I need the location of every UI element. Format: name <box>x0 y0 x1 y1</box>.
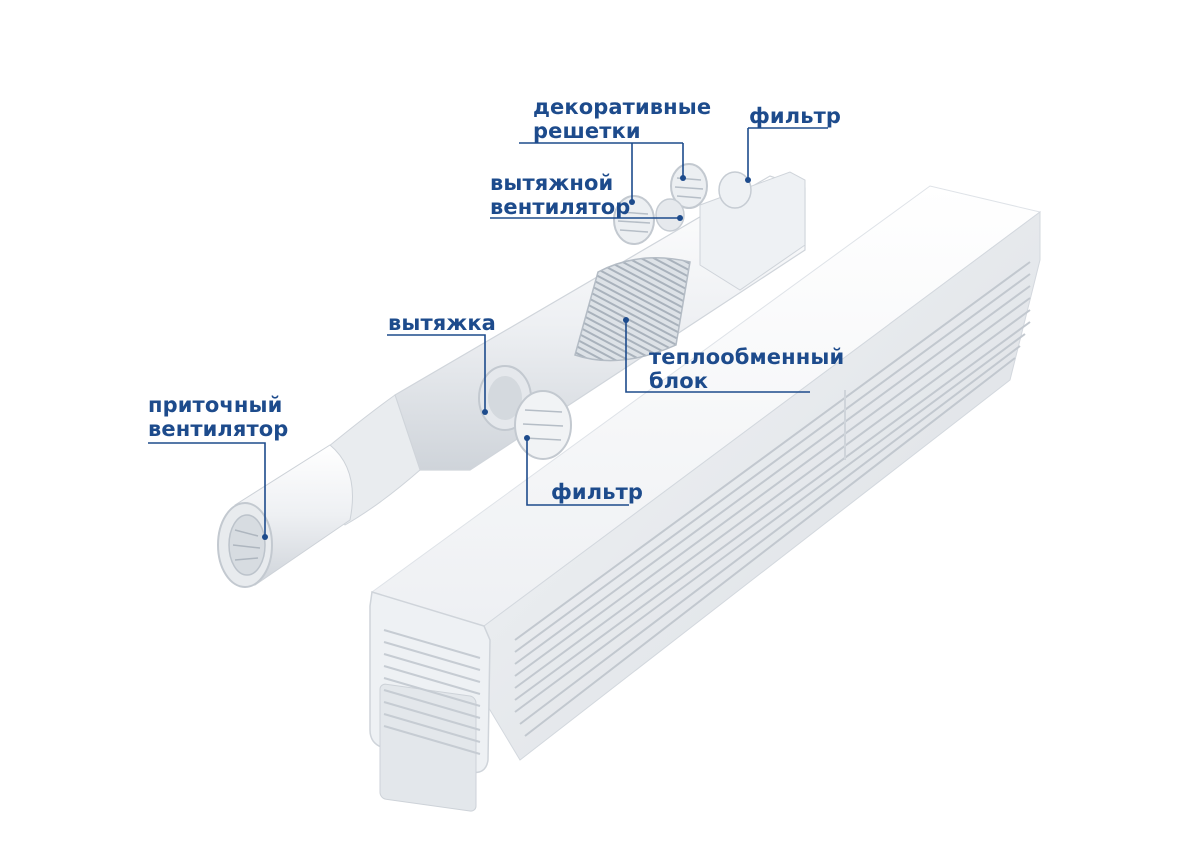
exhaust-fan-collar <box>655 198 685 232</box>
label-decorative-grilles: декоративные решетки <box>533 95 711 143</box>
label-filter-top: фильтр <box>749 104 842 128</box>
casing-side-grille <box>514 261 1031 737</box>
label-heat-exchanger: теплообменный блок <box>649 345 844 393</box>
label-decorative-grilles-line1: декоративные <box>533 95 712 119</box>
heat-exchanger-core <box>574 257 691 362</box>
leader-supply-fan <box>148 442 266 535</box>
label-supply-fan: приточный вентилятор <box>148 393 288 441</box>
label-supply-fan-line1: приточный <box>148 393 283 417</box>
outer-casing <box>369 185 1042 812</box>
label-supply-fan-line2: вентилятор <box>148 417 289 441</box>
label-decorative-grilles-line2: решетки <box>533 119 641 143</box>
label-heat-exchanger-line2: блок <box>649 369 709 393</box>
leader-filter-bottom <box>526 440 629 506</box>
leader-dots <box>262 175 751 540</box>
label-exhaust-fan: вытяжной вентилятор <box>490 171 630 219</box>
ventilation-tube-assembly <box>217 163 806 588</box>
leader-lines <box>148 127 828 535</box>
casing-end-grille <box>383 629 481 755</box>
label-heat-exchanger-line1: теплообменный <box>649 345 845 369</box>
label-exhaust: вытяжка <box>388 311 496 335</box>
label-exhaust-fan-line2: вентилятор <box>490 195 631 219</box>
label-filter-bottom: фильтр <box>551 480 644 504</box>
leader-heat-exchanger <box>625 322 810 393</box>
filter-top-part <box>718 171 752 209</box>
label-exhaust-fan-line1: вытяжной <box>490 171 614 195</box>
leader-exhaust <box>387 334 486 410</box>
